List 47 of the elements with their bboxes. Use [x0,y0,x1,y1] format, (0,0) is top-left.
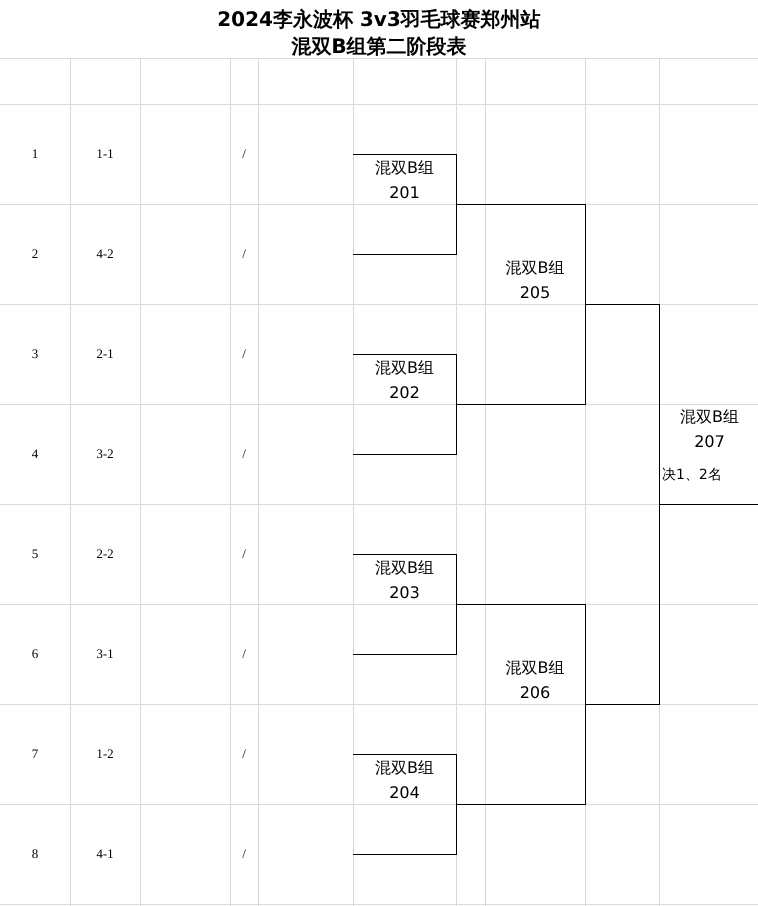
slash-mark: / [241,845,247,863]
slash-mark: / [241,645,247,663]
subtitle: 混双B组第二阶段表 [290,33,468,60]
row-number: 1 [30,145,40,163]
seed-code: 2-2 [95,545,115,563]
match-label: 混双B组 202 [374,357,435,404]
slash-mark: / [241,345,247,363]
seed-code: 4-1 [95,845,115,863]
seed-code: 1-1 [95,145,115,163]
slash-mark: / [241,145,247,163]
slash-mark: / [241,745,247,763]
row-number: 7 [30,745,40,763]
seed-code: 3-1 [95,645,115,663]
slash-mark: / [241,445,247,463]
row-number: 4 [30,445,40,463]
match-label: 混双B组 203 [374,557,435,604]
bracket-line [456,804,486,805]
bracket-line [585,304,660,305]
title: 2024李永波杯 3v3羽毛球赛郑州站 [216,6,542,33]
match-note: 决1、2名 [662,466,722,484]
match-bracket [353,354,457,455]
seed-code: 2-1 [95,345,115,363]
match-label: 混双B组 207 [679,406,740,453]
match-label: 混双B组 206 [504,657,566,704]
bracket-line [456,404,486,405]
row-number: 3 [30,345,40,363]
match-bracket [353,754,457,855]
match-label: 混双B组 205 [504,257,566,304]
bracket-line [456,204,486,205]
row-number: 8 [30,845,40,863]
row-number: 2 [30,245,40,263]
bracket-line [585,504,660,705]
slash-mark: / [241,545,247,563]
row-number: 5 [30,545,40,563]
match-bracket [353,154,457,255]
bracket-line [456,604,486,605]
slash-mark: / [241,245,247,263]
match-bracket [353,554,457,655]
seed-code: 3-2 [95,445,115,463]
seed-code: 1-2 [95,745,115,763]
match-bracket [485,604,586,805]
row-number: 6 [30,645,40,663]
seed-code: 4-2 [95,245,115,263]
match-label: 混双B组 204 [374,757,435,804]
match-label: 混双B组 201 [374,157,435,204]
match-bracket [659,304,758,505]
match-bracket [485,204,586,405]
